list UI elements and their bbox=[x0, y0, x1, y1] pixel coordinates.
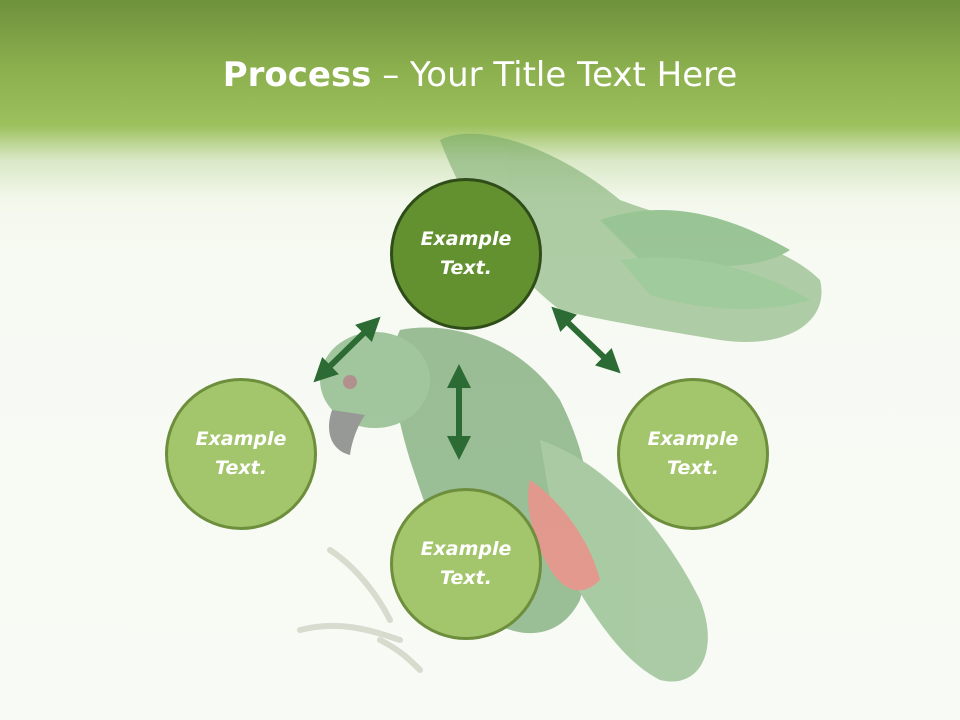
arrow-top-right bbox=[551, 306, 621, 374]
slide-title: Process – Your Title Text Here bbox=[0, 52, 960, 98]
arrow-top-left bbox=[313, 316, 381, 383]
process-node-right-label: Example Text. bbox=[647, 428, 739, 479]
process-node-top[interactable]: Example Text. bbox=[390, 178, 542, 330]
process-node-left-label: Example Text. bbox=[195, 428, 287, 479]
process-node-bottom-label: Example Text. bbox=[420, 538, 512, 589]
process-node-left[interactable]: Example Text. bbox=[165, 378, 317, 530]
title-bold-part: Process bbox=[222, 55, 372, 95]
process-node-bottom[interactable]: Example Text. bbox=[390, 488, 542, 640]
process-node-right[interactable]: Example Text. bbox=[617, 378, 769, 530]
title-rest-part: – Your Title Text Here bbox=[371, 55, 738, 95]
process-node-top-label: Example Text. bbox=[420, 228, 512, 279]
